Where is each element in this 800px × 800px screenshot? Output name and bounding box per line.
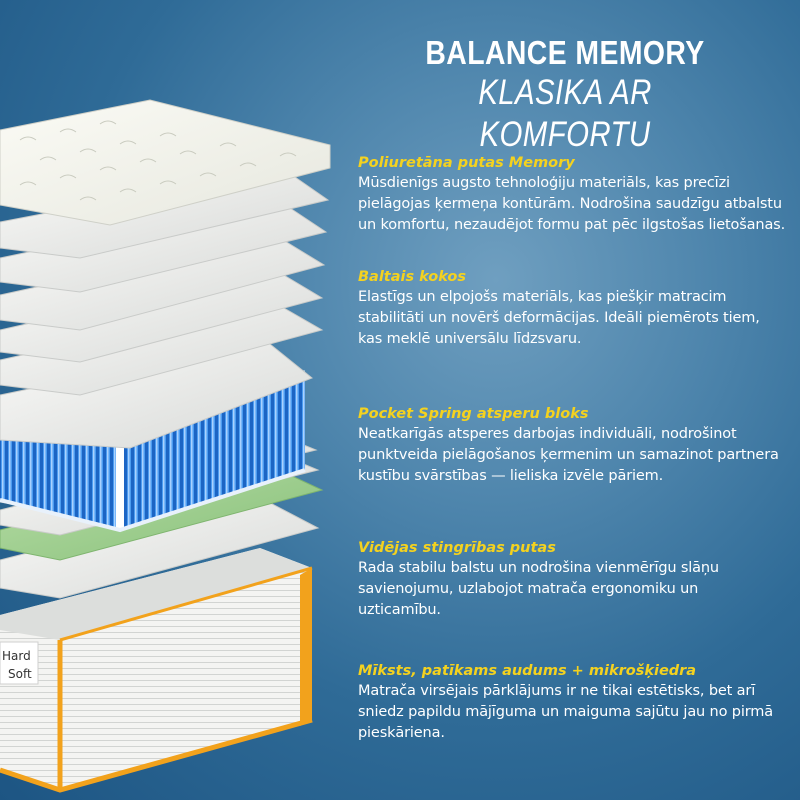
side-label-soft: Soft [8, 667, 32, 681]
section-coconut: Baltais kokos Elastīgs un elpojošs mater… [358, 267, 800, 350]
section-memory-foam: Poliuretāna putas Memory Mūsdienīgs augs… [358, 153, 800, 236]
section-body: Mūsdienīgs augsto tehnoloģiju materiāls,… [358, 175, 786, 233]
side-label-plate [0, 641, 39, 685]
top-cover-layer [0, 99, 331, 226]
section-title: Poliuretāna putas Memory [358, 155, 575, 171]
section-medium-foam: Vidējas stingrības putas Rada stabilu ba… [358, 538, 800, 621]
section-body: Matrača virsējais pārklājums ir ne tikai… [358, 683, 773, 741]
header: BALANCE MEMORY KLASIKA AR KOMFORTU [400, 34, 730, 156]
section-body: Rada stabilu balstu un nodrošina vienmēr… [358, 560, 719, 618]
section-fabric-cover: Mīksts, patīkams audums + mikrošķiedra M… [358, 661, 800, 744]
side-label-hard: Hard [2, 649, 31, 663]
section-pocket-spring: Pocket Spring atsperu bloks Neatkarīgās … [358, 404, 800, 487]
section-body: Neatkarīgās atsperes darbojas individuāl… [358, 426, 779, 484]
section-body: Elastīgs un elpojošs materiāls, kas pieš… [358, 289, 760, 347]
page-title: BALANCE MEMORY [425, 34, 705, 71]
mattress-base [0, 548, 313, 793]
section-title: Vidējas stingrības putas [358, 540, 556, 556]
mattress-layers-illustration: Hard Soft [0, 99, 331, 793]
page-subtitle: KLASIKA AR KOMFORTU [478, 73, 652, 154]
section-title: Pocket Spring atsperu bloks [358, 406, 589, 422]
section-title: Baltais kokos [358, 269, 466, 285]
section-title: Mīksts, patīkams audums + mikrošķiedra [358, 663, 697, 679]
